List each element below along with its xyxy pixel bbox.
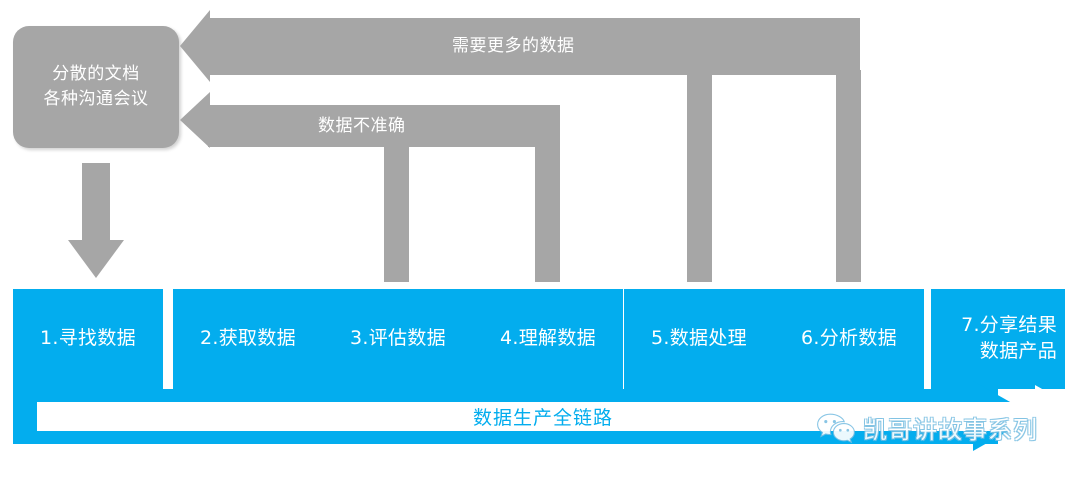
stage-1[interactable]: 1.寻找数据 [13,289,163,389]
need-more-data-label: 需要更多的数据 [452,36,575,56]
stage-6-label: 6.分析数据 [801,327,897,350]
inaccurate-data-drop-stage3 [384,142,409,282]
inaccurate-data-shaft [208,105,560,147]
source-to-stage1-arrowhead [68,240,124,278]
inaccurate-data-arrowhead [180,92,210,148]
pipeline-banner-inner: 数据生产全链路 [37,402,1041,431]
stage-5[interactable]: 5.数据处理 [624,289,774,389]
pipeline-banner-inner-arrowhead [1035,385,1067,421]
need-more-data-shaft [208,18,860,75]
source-node: 分散的文档 各种沟通会议 [13,26,179,148]
stage-2-label: 2.获取数据 [200,327,296,350]
stage-3-label: 3.评估数据 [350,327,446,350]
stage-7-label-line1: 7.分享结果 [961,314,1057,337]
inaccurate-data-label: 数据不准确 [318,116,406,136]
source-node-line2: 各种沟通会议 [43,89,149,109]
inaccurate-data-drop-stage4 [535,142,560,282]
source-to-stage1-arrow-shaft [82,163,110,241]
stage-4-label: 4.理解数据 [500,327,596,350]
need-more-data-drop-stage7 [836,70,861,282]
need-more-data-drop-stage6 [687,70,712,282]
stage-5-label: 5.数据处理 [651,327,747,350]
pipeline-banner: 数据生产全链路 [13,381,1067,451]
stage-6[interactable]: 6.分析数据 [774,289,924,389]
stage-7-label-line2: 数据产品 [979,340,1057,362]
pipeline-banner-label: 数据生产全链路 [472,407,613,429]
stage-4[interactable]: 4.理解数据 [473,289,623,389]
stage-7[interactable]: 7.分享结果 数据产品 [931,289,1065,389]
stage-3[interactable]: 3.评估数据 [323,289,473,389]
need-more-data-arrowhead [180,10,210,82]
stage-1-label: 1.寻找数据 [40,327,136,350]
stage-2[interactable]: 2.获取数据 [173,289,323,389]
source-node-line1: 分散的文档 [52,64,140,85]
